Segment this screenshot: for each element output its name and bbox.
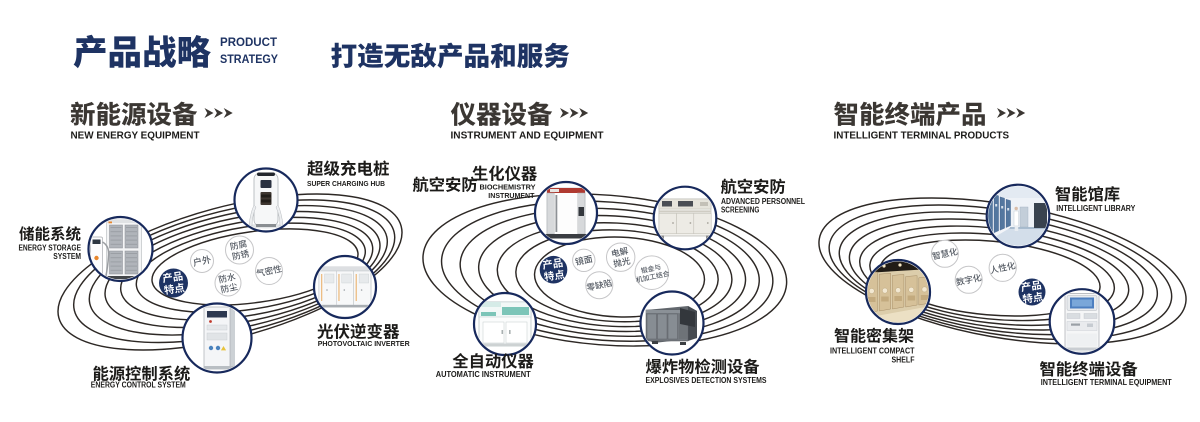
svg-text:INTELLIGENT COMPACT: INTELLIGENT COMPACT xyxy=(830,347,915,356)
svg-text:INTELLIGENT TERMINAL PRODUCTS: INTELLIGENT TERMINAL PRODUCTS xyxy=(834,131,1010,142)
svg-text:AUTOMATIC INSTRUMENT: AUTOMATIC INSTRUMENT xyxy=(436,369,532,379)
svg-text:PHOTOVOLTAIC INVERTER: PHOTOVOLTAIC INVERTER xyxy=(318,339,410,348)
svg-text:SHELF: SHELF xyxy=(892,356,915,365)
svg-text:SCREENING: SCREENING xyxy=(721,206,759,215)
svg-text:EXPLOSIVES DETECTION SYSTEMS: EXPLOSIVES DETECTION SYSTEMS xyxy=(646,376,768,385)
svg-text:SUPER CHARGING HUB: SUPER CHARGING HUB xyxy=(307,179,385,188)
svg-text:BIOCHEMISTRY: BIOCHEMISTRY xyxy=(480,183,536,192)
svg-text:STRATEGY: STRATEGY xyxy=(220,52,279,66)
svg-text:ADVANCED PERSONNEL: ADVANCED PERSONNEL xyxy=(721,197,805,206)
svg-text:INTELLIGENT LIBRARY: INTELLIGENT LIBRARY xyxy=(1056,204,1136,213)
svg-text:ENERGY CONTROL SYSTEM: ENERGY CONTROL SYSTEM xyxy=(91,381,186,390)
svg-text:INSTRUMENT: INSTRUMENT xyxy=(488,191,534,200)
svg-text:SYSTEM: SYSTEM xyxy=(53,252,81,261)
svg-text:INSTRUMENT AND EQUIPMENT: INSTRUMENT AND EQUIPMENT xyxy=(451,131,605,142)
svg-text:NEW ENERGY EQUIPMENT: NEW ENERGY EQUIPMENT xyxy=(71,131,201,142)
svg-text:PRODUCT: PRODUCT xyxy=(220,35,277,49)
svg-text:ENERGY STORAGE: ENERGY STORAGE xyxy=(19,244,82,253)
svg-text:INTELLIGENT TERMINAL EQUIPMENT: INTELLIGENT TERMINAL EQUIPMENT xyxy=(1041,378,1172,387)
